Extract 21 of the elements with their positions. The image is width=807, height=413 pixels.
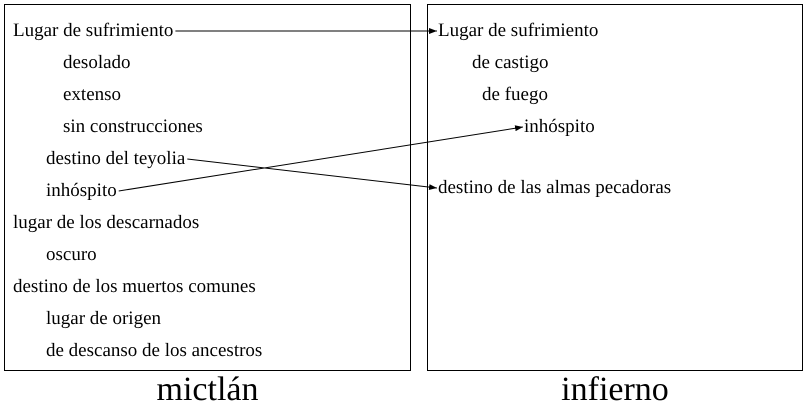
box-heading: mictlán — [156, 371, 258, 409]
list-item: lugar de origen — [46, 308, 162, 330]
box-heading: infierno — [561, 371, 669, 409]
list-item: destino de las almas pecadoras — [438, 177, 672, 199]
list-item: lugar de los descarnados — [13, 212, 200, 234]
list-item: de fuego — [482, 84, 548, 106]
list-item: inhóspito — [46, 180, 117, 202]
list-item: de descanso de los ancestros — [46, 340, 262, 362]
list-item: desolado — [63, 52, 131, 74]
list-item: Lugar de sufrimiento — [438, 20, 598, 42]
list-item: inhóspito — [524, 116, 595, 138]
list-item: sin construcciones — [63, 116, 203, 138]
list-item: oscuro — [46, 244, 97, 266]
list-item: extenso — [63, 84, 122, 106]
list-item: Lugar de sufrimiento — [13, 20, 174, 42]
list-item: de castigo — [472, 52, 549, 74]
arrow — [174, 28, 438, 34]
arrow — [186, 158, 438, 190]
list-item: destino de los muertos comunes — [13, 276, 256, 298]
list-item: destino del teyolia — [46, 148, 186, 170]
arrow — [118, 125, 524, 192]
